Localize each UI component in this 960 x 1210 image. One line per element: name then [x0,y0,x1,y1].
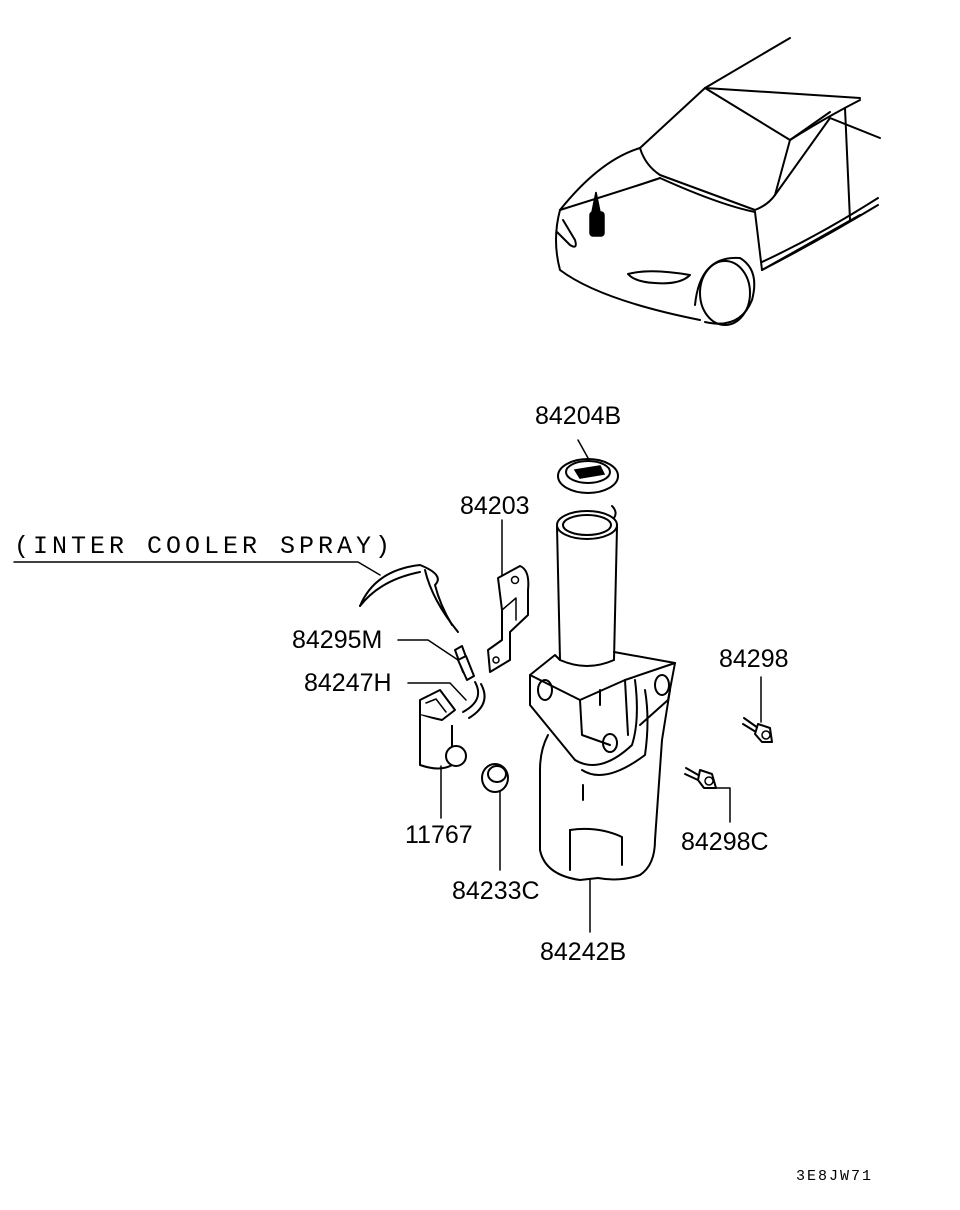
part-label-84204B: 84204B [535,402,621,430]
bolt-84298C [684,767,717,789]
part-label-84298C: 84298C [681,828,769,856]
part-label-84242B: 84242B [540,938,626,966]
diagram-code: 3E8JW71 [796,1168,873,1185]
washer-pump-11767 [419,689,467,770]
location-marker-icon [589,211,605,237]
washer-cap-84204B [557,439,619,494]
part-label-84247H: 84247H [304,669,392,697]
part-label-84203: 84203 [460,492,530,520]
inter-cooler-spray-label: (INTER COOLER SPRAY) [14,532,394,561]
bolt-84298 [742,717,773,743]
leader-lines [397,519,762,933]
car-locator-illustration [555,37,881,326]
part-label-11767: 11767 [405,821,473,849]
hose-joint-84295M [454,645,475,681]
hose-84247H [462,681,486,719]
part-label-84233C: 84233C [452,877,540,905]
part-label-84295M: 84295M [292,626,382,654]
part-label-84298: 84298 [719,645,789,673]
inter-cooler-spray-note: (INTER COOLER SPRAY) [13,532,459,633]
washer-tank-84242B [529,505,676,881]
bracket-84203 [487,565,530,673]
grommet-84233C [481,763,509,793]
